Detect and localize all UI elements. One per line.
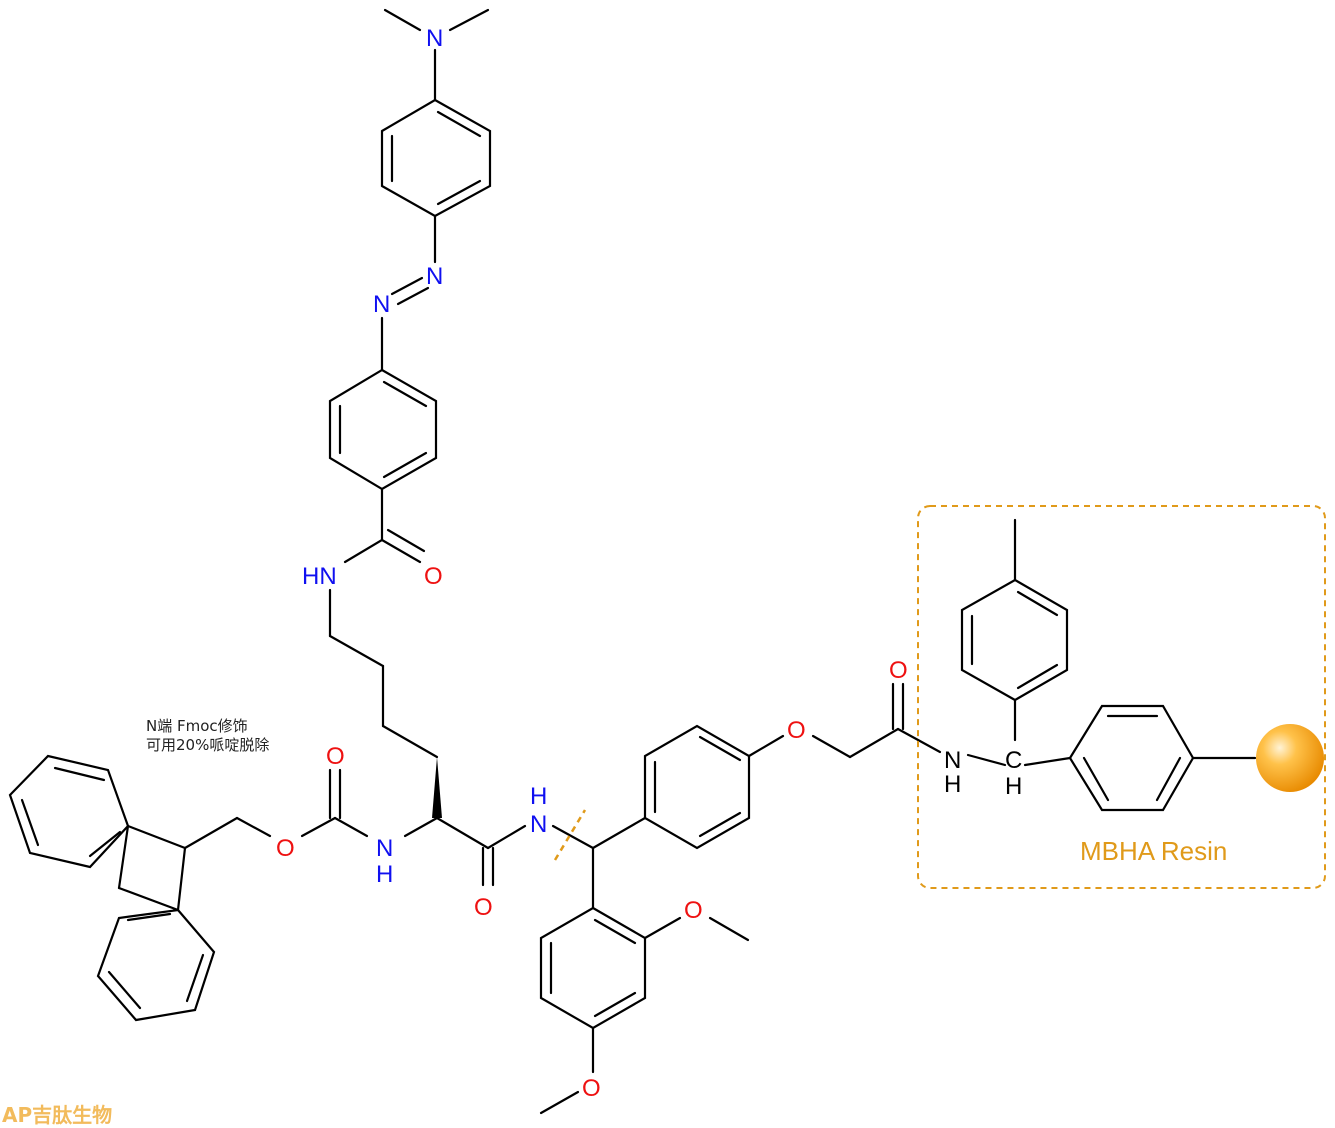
resin-carbon-hydrogen-label: H [1005, 773, 1022, 800]
mbha-resin-label: MBHA Resin [1080, 836, 1227, 866]
acetyl-carbonyl-oxygen-label: O [889, 657, 908, 684]
azo-linkage [380, 214, 437, 372]
backbone [183, 768, 527, 887]
resin-bead-icon [1256, 724, 1324, 792]
mbha-resin-structure [960, 518, 1257, 812]
rink-linker-core [551, 809, 647, 910]
fmoc-note-line-1: N端 Fmoc修饰 [146, 717, 248, 735]
carbamate-nitrogen-label: N [376, 835, 393, 862]
ortho-methoxy-oxygen-label: O [684, 897, 703, 924]
benzamide-group [343, 487, 426, 564]
resin-carbon-label: C [1005, 747, 1022, 774]
azo-nitrogen-2-label: N [373, 291, 390, 318]
resin-nitrogen-hydrogen-label: H [944, 771, 961, 798]
azo-nitrogen-1-label: N [426, 263, 443, 290]
benzene-ring-middle [328, 368, 438, 491]
benzene-ring-top [380, 98, 492, 218]
resin-nitrogen-label: N [944, 747, 961, 774]
fluorenyl-group [8, 754, 216, 1022]
benzene-ring-dimethoxy [539, 906, 750, 1115]
linker-amide-nitrogen-label: N [530, 811, 547, 838]
side-chain-amide-oxygen-label: O [424, 563, 443, 590]
dimethylamino-group [383, 8, 490, 102]
side-chain-amide-nh-label: HN [302, 563, 337, 590]
benzene-ring-phenoxy [643, 724, 751, 850]
brand-watermark: AP吉肽生物 [2, 1103, 112, 1127]
carbamate-carbonyl-oxygen-label: O [326, 743, 345, 770]
carbamate-ether-oxygen-label: O [276, 835, 295, 862]
dimethylamino-nitrogen-label: N [426, 25, 443, 52]
mbha-resin-box [917, 505, 1326, 889]
oxyacetyl-group [747, 682, 942, 759]
lysine-carbonyl-oxygen-label: O [474, 894, 493, 921]
para-methoxy-oxygen-label: O [582, 1075, 601, 1102]
fmoc-note-line-2: 可用20%哌啶脱除 [146, 736, 269, 754]
lysine-side-chain [328, 588, 442, 818]
carbamate-hydrogen-label: H [376, 861, 393, 888]
linker-amide-hydrogen-label: H [530, 783, 547, 810]
phenoxy-oxygen-label: O [787, 717, 806, 744]
